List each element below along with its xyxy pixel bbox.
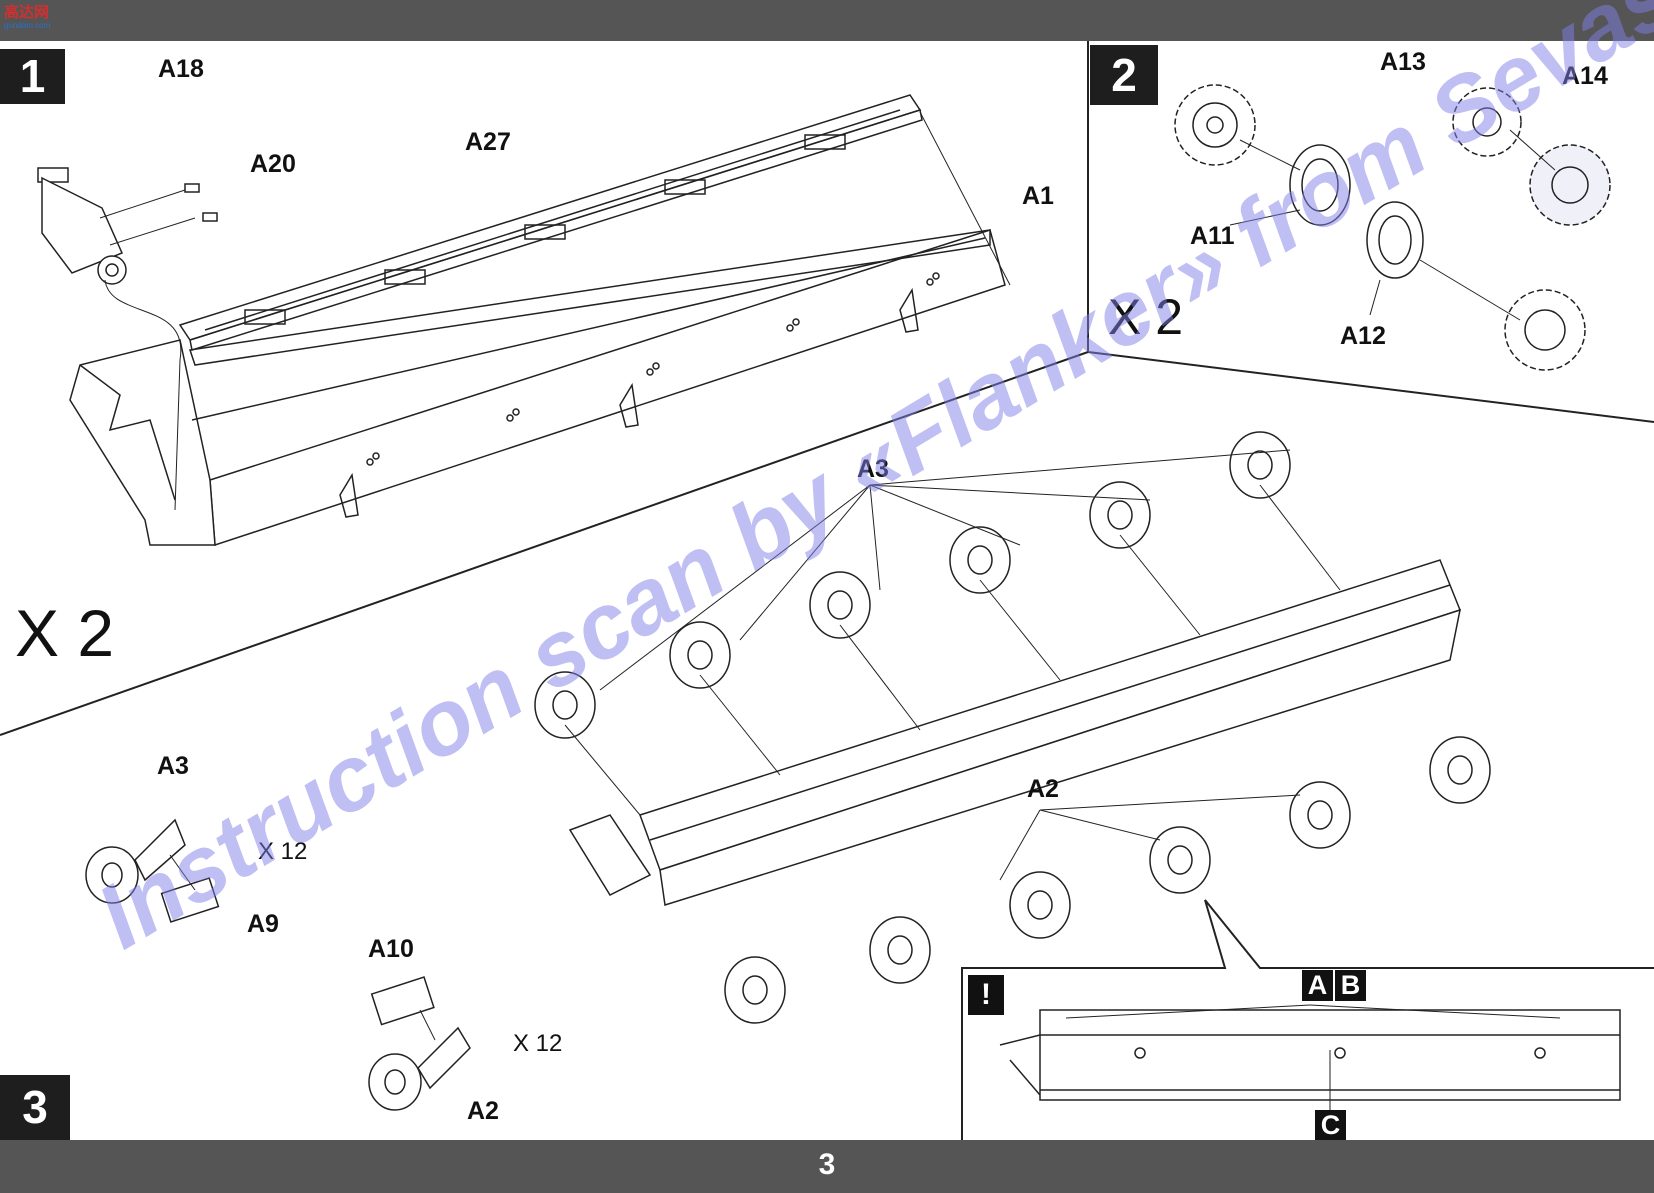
part-label-a20: A20 bbox=[250, 150, 296, 178]
step-1-badge: 1 bbox=[0, 49, 65, 104]
part-label-a18: A18 bbox=[158, 55, 204, 83]
page-number: 3 bbox=[818, 1148, 836, 1181]
logo-url: gundam.com bbox=[4, 21, 51, 30]
part-label-a1: A1 bbox=[1022, 182, 1054, 210]
logo-text: 高达网 bbox=[4, 4, 50, 21]
part-label-a3-main: A3 bbox=[857, 455, 889, 483]
step-3-badge: 3 bbox=[0, 1075, 70, 1140]
part-label-a11: A11 bbox=[1190, 222, 1235, 250]
idler-mount-drawing bbox=[37, 167, 218, 511]
attention-marker: ! bbox=[968, 975, 1004, 1015]
part-label-a3-sub: A3 bbox=[157, 752, 189, 780]
detail-label-c: C bbox=[1315, 1110, 1346, 1141]
road-wheel-subassembly-drawing bbox=[85, 818, 471, 1111]
bottom-bar bbox=[0, 1140, 1654, 1193]
detail-label-a: A bbox=[1302, 970, 1333, 1001]
top-bar bbox=[0, 0, 1654, 41]
step-3-multiplier-a10: X 12 bbox=[513, 1030, 563, 1057]
suspension-assembly-drawing bbox=[534, 431, 1491, 1024]
sprocket-drawing bbox=[1174, 84, 1611, 371]
divider-step2-step3 bbox=[1087, 351, 1654, 423]
part-label-a12: A12 bbox=[1340, 322, 1386, 350]
part-label-a10: A10 bbox=[368, 935, 414, 963]
step-3-multiplier-a9: X 12 bbox=[258, 838, 308, 865]
detail-label-b: B bbox=[1335, 970, 1366, 1001]
step-1-multiplier: X 2 bbox=[15, 596, 115, 670]
part-label-a14: A14 bbox=[1562, 62, 1608, 90]
divider-step1-step3 bbox=[0, 351, 1089, 736]
part-label-a27: A27 bbox=[465, 128, 511, 156]
part-label-a2-main: A2 bbox=[1027, 775, 1059, 803]
step-2-multiplier: X 2 bbox=[1108, 289, 1184, 345]
site-logo: 高达网 gundam.com bbox=[4, 4, 50, 30]
part-label-a13: A13 bbox=[1380, 48, 1426, 76]
step-2-badge: 2 bbox=[1090, 45, 1158, 105]
part-label-a9: A9 bbox=[247, 910, 279, 938]
part-label-a2-sub: A2 bbox=[467, 1097, 499, 1125]
detail-inset-drawing bbox=[961, 899, 1654, 1140]
